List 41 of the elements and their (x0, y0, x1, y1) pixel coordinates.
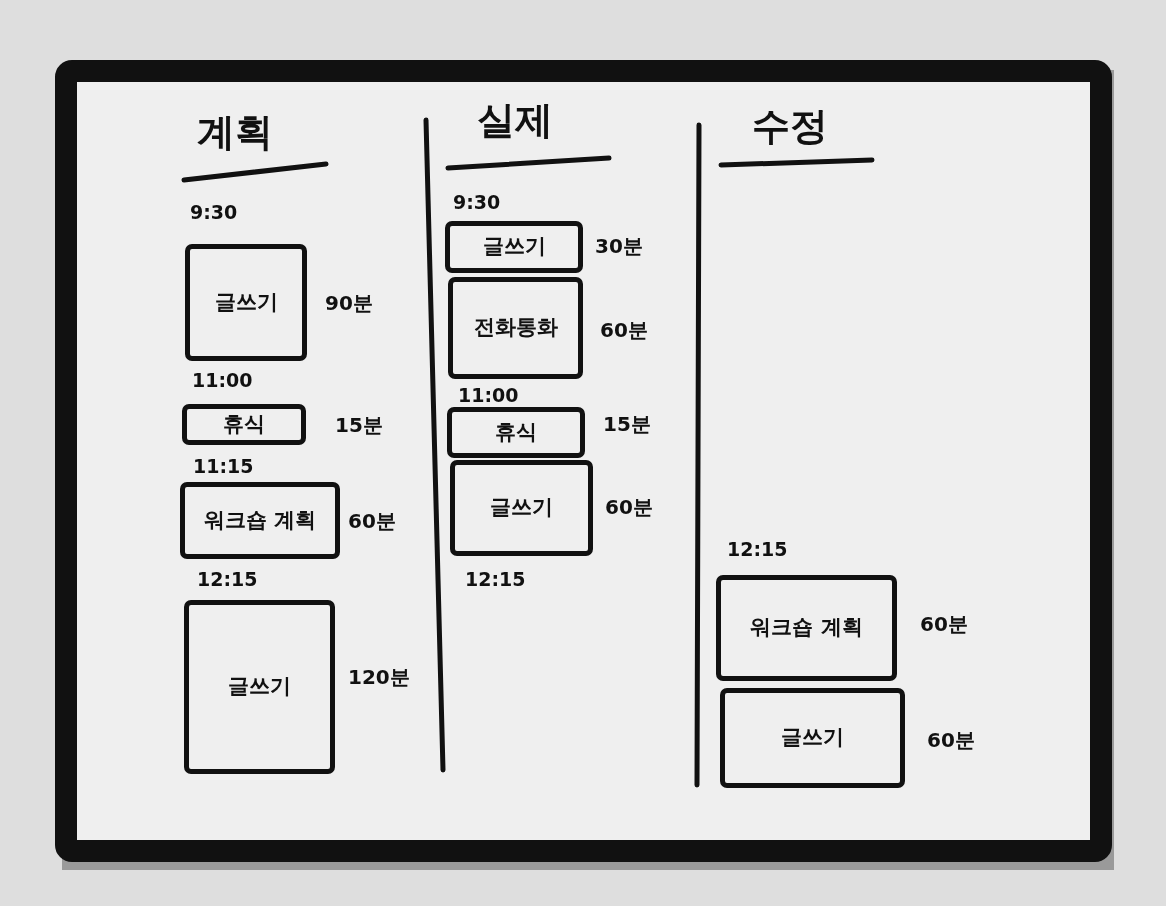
duration-label: 60분 (605, 496, 653, 518)
column-heading: 수정 (752, 106, 828, 148)
task-label: 글쓰기 (781, 726, 844, 750)
task-box (182, 404, 306, 445)
time-label: 11:00 (458, 385, 519, 406)
duration-label: 120분 (348, 666, 410, 688)
task-label: 워크숍 계획 (750, 616, 863, 640)
duration-label: 60분 (600, 319, 648, 341)
time-label: 12:15 (197, 569, 258, 590)
column-heading: 실제 (477, 100, 553, 142)
time-label: 11:00 (192, 370, 253, 391)
time-label: 9:30 (190, 202, 238, 223)
duration-label: 15분 (603, 413, 651, 435)
task-label: 워크숍 계획 (203, 508, 317, 533)
task-label: 전화통화 (473, 316, 558, 340)
duration-label: 60분 (348, 510, 396, 532)
duration-label: 30분 (595, 235, 643, 257)
task-label: 글쓰기 (214, 290, 278, 315)
task-label: 휴식 (223, 412, 265, 437)
duration-label: 15분 (335, 414, 383, 436)
task-box (448, 277, 583, 379)
task-label: 글쓰기 (482, 235, 546, 259)
task-box (445, 221, 583, 273)
task-box (720, 688, 905, 788)
task-box (180, 482, 340, 559)
time-label: 12:15 (465, 569, 526, 590)
task-label: 휴식 (495, 420, 537, 445)
task-box (716, 575, 897, 681)
task-box (447, 407, 585, 458)
task-label: 글쓰기 (490, 496, 553, 520)
duration-label: 60분 (920, 613, 968, 635)
time-label: 9:30 (453, 192, 501, 213)
task-box (185, 244, 307, 361)
task-box (184, 600, 335, 774)
time-label: 12:15 (727, 539, 788, 560)
duration-label: 90분 (325, 292, 373, 314)
time-label: 11:15 (193, 456, 254, 477)
column-heading: 계획 (197, 112, 273, 154)
task-label: 글쓰기 (228, 675, 291, 699)
task-box (450, 460, 593, 556)
duration-label: 60분 (927, 729, 975, 751)
